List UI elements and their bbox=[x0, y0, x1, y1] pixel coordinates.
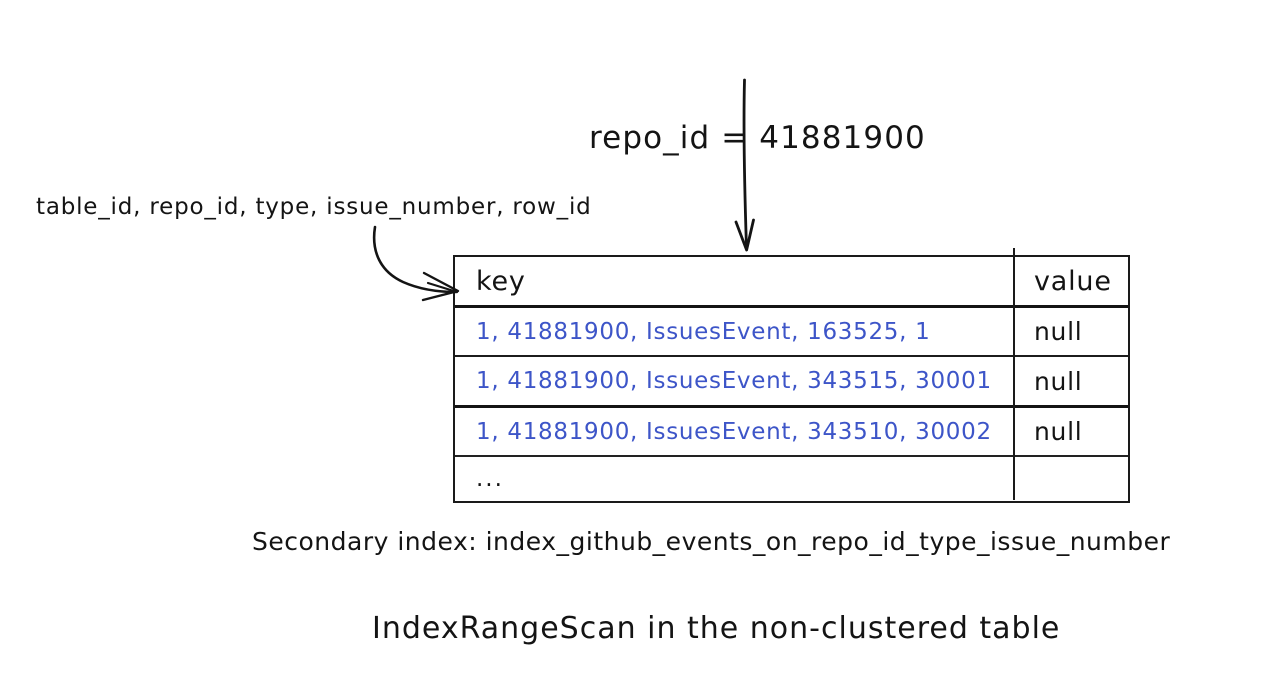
cell-key-ellipsis: ... bbox=[476, 472, 504, 487]
cell-value: null bbox=[1034, 317, 1083, 346]
cell-key: 1, 41881900, IssuesEvent, 343515, 30001 bbox=[476, 368, 992, 394]
index-kv-table: key value 1, 41881900, IssuesEvent, 1635… bbox=[453, 248, 1130, 503]
schema-arrow-icon bbox=[372, 225, 460, 302]
cell-value: null bbox=[1034, 417, 1083, 446]
cell-value: null bbox=[1034, 366, 1083, 396]
figure-caption: IndexRangeScan in the non-clustered tabl… bbox=[372, 611, 1061, 646]
table-row: 1, 41881900, IssuesEvent, 343515, 30001 … bbox=[455, 355, 1128, 405]
column-header-value: value bbox=[1034, 265, 1112, 297]
cell-key: 1, 41881900, IssuesEvent, 343510, 30002 bbox=[476, 418, 992, 445]
predicate-arrow-icon bbox=[734, 78, 755, 252]
table-row-ellipsis: ... bbox=[455, 455, 1128, 502]
key-schema-annotation: table_id, repo_id, type, issue_number, r… bbox=[36, 194, 592, 220]
table-header-row: key value bbox=[455, 257, 1128, 305]
table-row: 1, 41881900, IssuesEvent, 343510, 30002 … bbox=[455, 405, 1128, 455]
secondary-index-caption: Secondary index: index_github_events_on_… bbox=[252, 527, 1171, 556]
cell-key: 1, 41881900, IssuesEvent, 163525, 1 bbox=[476, 318, 931, 345]
predicate-annotation: repo_id = 41881900 bbox=[589, 120, 926, 156]
column-divider bbox=[1013, 248, 1015, 500]
column-header-key: key bbox=[476, 265, 526, 297]
table-row: 1, 41881900, IssuesEvent, 163525, 1 null bbox=[455, 305, 1128, 355]
